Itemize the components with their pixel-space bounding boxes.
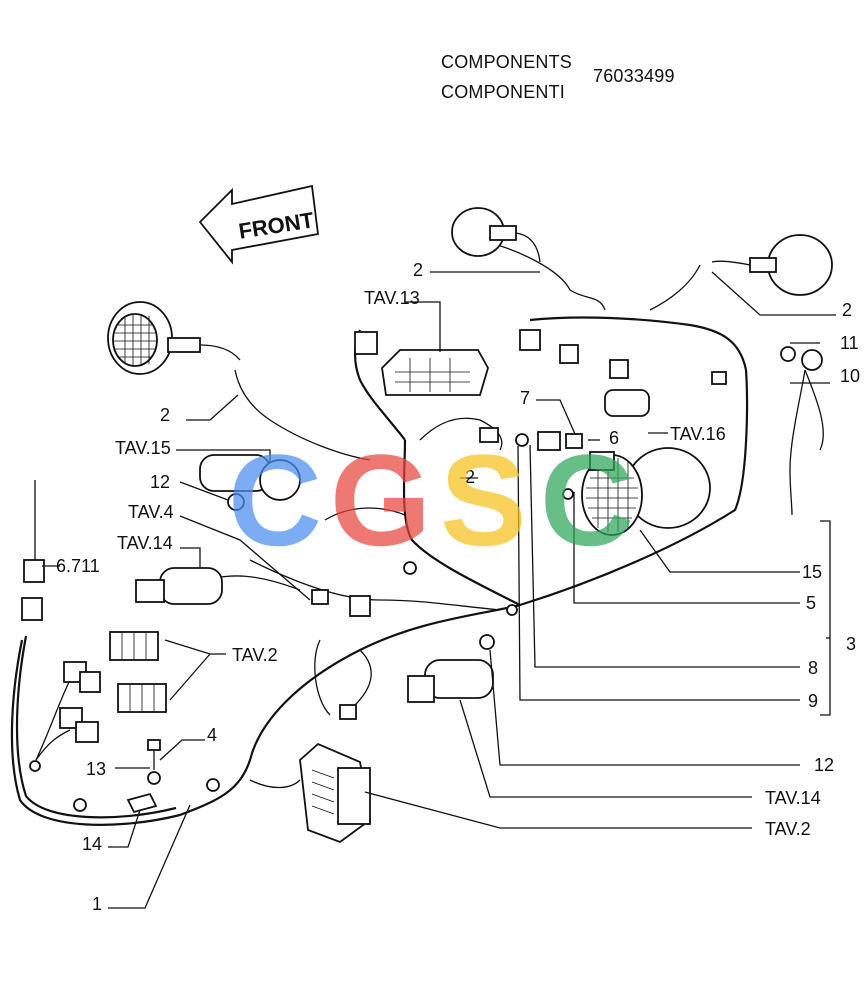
callout-tav2-mid: TAV.2 xyxy=(232,645,278,665)
callout-15: 15 xyxy=(802,562,822,582)
title-italian: COMPONENTI xyxy=(441,82,566,102)
relay-block xyxy=(21,480,101,743)
connector-block xyxy=(354,331,378,355)
grommet xyxy=(403,561,417,575)
callout-tav15: TAV.15 xyxy=(115,438,171,458)
callout-4: 4 xyxy=(207,725,217,745)
connector-block xyxy=(609,359,629,379)
callout-12-left: 12 xyxy=(150,472,170,492)
callout-2-top: 2 xyxy=(413,260,423,280)
callout-2-left: 2 xyxy=(160,405,170,425)
connector-block xyxy=(479,427,499,443)
grommet xyxy=(73,798,87,812)
callout-tav16: TAV.16 xyxy=(670,424,726,444)
callout-2-mid: 2 xyxy=(465,467,475,487)
switch-cylinder xyxy=(604,389,650,417)
part-number: 76033499 xyxy=(593,66,675,86)
fasteners xyxy=(126,739,161,814)
watermark-letter-s: S xyxy=(440,427,527,573)
title-english: COMPONENTS xyxy=(441,52,573,72)
main-harness xyxy=(10,239,749,826)
callout-13: 13 xyxy=(86,759,106,779)
callout-1: 1 xyxy=(92,894,102,914)
callout-14: 14 xyxy=(82,834,102,854)
callout-7: 7 xyxy=(520,388,530,408)
callout-tav2-right: TAV.2 xyxy=(765,819,811,839)
callout-10: 10 xyxy=(840,366,860,386)
switch-group xyxy=(109,631,167,713)
callout-tav13: TAV.13 xyxy=(364,288,420,308)
connector-block xyxy=(519,329,541,351)
motor-right xyxy=(407,634,495,703)
work-lamp-front-left xyxy=(451,207,541,263)
callout-labels: 2 2 2 2 TAV.13 11 10 7 6 TAV.16 TAV.15 1… xyxy=(56,260,860,914)
callout-tav4: TAV.4 xyxy=(128,502,174,522)
callout-tav14-right: TAV.14 xyxy=(765,788,821,808)
motor-mid-left xyxy=(135,567,223,605)
callout-11: 11 xyxy=(840,333,859,353)
callout-12-right: 12 xyxy=(814,755,834,775)
watermark-letter-c2: C xyxy=(540,427,634,573)
grommet xyxy=(506,604,518,616)
connector-block xyxy=(311,589,329,605)
callout-leaders xyxy=(42,271,836,909)
watermark-letter-c: C xyxy=(228,427,322,573)
rear-round-lamp xyxy=(581,447,711,536)
motor-left xyxy=(199,454,301,511)
connector-block xyxy=(559,344,579,364)
item-10-11-lamp xyxy=(780,346,824,516)
connector-block xyxy=(339,704,357,720)
bulb-holder xyxy=(515,431,615,500)
callout-6: 6 xyxy=(609,428,619,448)
callout-5: 5 xyxy=(806,593,816,613)
callout-8: 8 xyxy=(808,658,818,678)
work-lamp-rear-left xyxy=(107,301,241,375)
front-arrow: FRONT xyxy=(198,184,319,265)
watermark-letter-g: G xyxy=(330,427,431,573)
connector-block xyxy=(349,595,371,617)
connector-block xyxy=(711,371,727,385)
callout-6711: 6.711 xyxy=(56,556,100,576)
grommet xyxy=(29,760,41,772)
callout-9: 9 xyxy=(808,691,818,711)
dashboard-unit xyxy=(381,349,489,396)
callout-2-right: 2 xyxy=(842,300,852,320)
watermark-logo: C G S C xyxy=(228,427,634,573)
work-lamp-front-right xyxy=(711,234,833,296)
fuse-box xyxy=(299,742,371,844)
callout-tav14-left: TAV.14 xyxy=(117,533,173,553)
grommet xyxy=(206,778,220,792)
callout-3: 3 xyxy=(846,634,856,654)
